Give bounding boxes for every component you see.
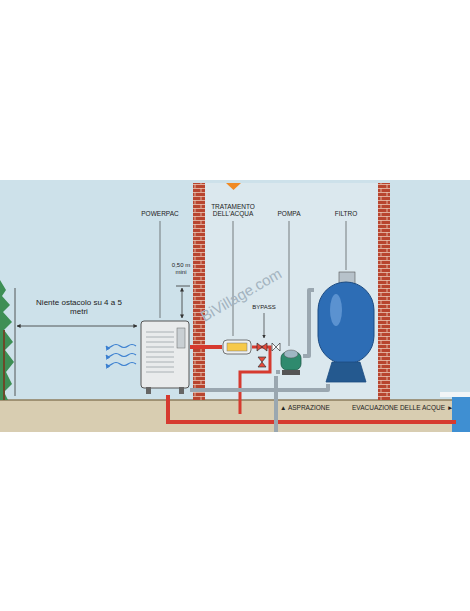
clearance-note: Niente ostacolo su 4 a 5 metri [36,298,122,316]
clearance-dimension-part [17,326,137,327]
sky-ground-part [452,392,470,432]
heat-pump: POWERPAC [140,320,190,395]
clearance-dimension [15,286,190,396]
part-label: FILTRO [326,210,366,217]
buried-pipes-part [276,370,280,374]
air-flow [106,345,136,366]
clearance-dimension-part [15,288,16,396]
pump-shape [281,350,301,375]
buried-pipes [168,347,456,432]
hp-shape-part [179,387,184,394]
hp-shape-part [146,352,174,353]
hp-shape-part [146,337,174,338]
hp-shape-part [177,328,185,348]
bypass-valves [257,313,280,367]
sky-ground-part [440,392,470,397]
bypass-valves-part [257,343,267,351]
hp-shape [141,321,189,394]
tree [0,280,14,400]
hp-shape-part [146,362,174,363]
flow-label: EVACUAZIONE DELLE ACQUE ► [352,404,452,411]
filter-shape-part [318,282,374,364]
tr-shape-part [227,343,247,351]
buried-pipes-part [240,347,270,414]
leader-lines-part [160,221,161,318]
hp-shape-part [146,357,174,358]
brick-walls-part [226,183,241,190]
air-flow-part [106,363,136,366]
air-flow-part [106,354,136,357]
pump-drawing [279,348,303,376]
hp-shape-part [146,332,174,333]
tree-part [0,280,14,400]
brick-walls-part [378,183,390,400]
hp-shape-part [146,342,174,343]
tr-shape [223,340,251,354]
tr-shape-part [223,340,251,354]
pump: POMPA [279,348,303,376]
hp-shape-part [146,347,174,348]
buried-pipes-part [168,395,456,422]
part-label: POWERPAC [135,210,185,217]
filter-shape-part [330,294,342,326]
leader-lines-part [346,221,347,270]
pipe [190,384,328,390]
sand-filter-drawing [314,270,378,384]
brick-walls-part [193,183,205,400]
hp-shape-part [146,387,151,394]
bypass-valves-part [272,343,280,351]
pipe [190,345,222,349]
tree-part [3,330,5,400]
bypass-valves-part [264,313,265,338]
hp-shape-part [146,372,174,373]
hp-shape-part [141,321,189,388]
part-label: POMPA [269,210,309,217]
sand-filter: FILTRO [314,270,378,384]
leader-lines-part [233,221,234,336]
air-flow-part [106,345,136,348]
pump-shape-part [284,350,298,358]
clearance-dimension-part [176,286,190,287]
part-label: TRATAMENTO DELL'ACQUA [207,203,259,218]
leader-lines-part [289,221,290,346]
clearance-dimension-part [182,288,183,318]
hp-shape-part [146,367,174,368]
water-treatment-drawing [222,338,252,356]
pump-shape-part [282,370,300,375]
sky-ground-part [0,399,470,401]
sky-ground [0,180,470,432]
filter-shape-part [326,362,366,382]
buried-pipes-part [274,376,278,432]
filter-shape [318,272,374,382]
sky-ground-part [0,180,470,402]
valve-label: BYPASS [248,304,280,311]
flow-label: ▲ ASPRAZIONE [280,404,350,411]
water-treatment: TRATAMENTO DELL'ACQUA [222,338,252,356]
brick-walls [193,183,390,400]
heat-pump-drawing [140,320,190,395]
sky-ground-part [0,400,470,432]
bypass-valves-part [258,357,266,367]
dimension: 0,50 m mini [168,262,194,276]
pipe [303,290,314,356]
